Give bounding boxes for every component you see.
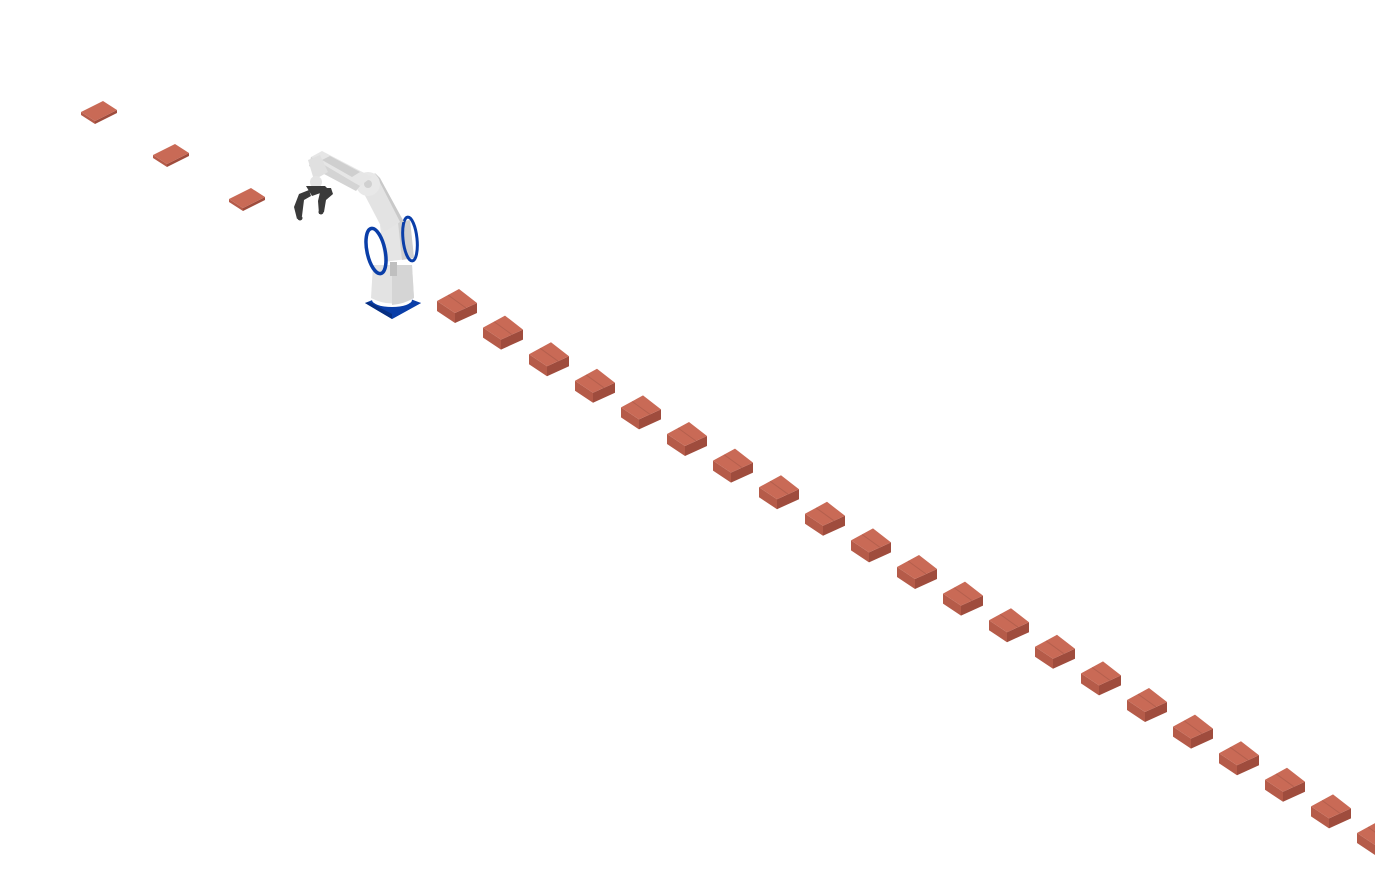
- brick-box: [1081, 661, 1121, 696]
- brick-box: [529, 342, 569, 377]
- brick-box: [1265, 767, 1305, 802]
- robot-wrist: [308, 155, 328, 188]
- robot-column: [371, 262, 414, 305]
- box-bricks: [437, 289, 1375, 855]
- brick-box: [897, 555, 937, 589]
- brick-box: [1127, 688, 1167, 722]
- brick-box: [713, 448, 753, 483]
- brick-box: [667, 422, 707, 456]
- brick-flat: [153, 144, 189, 167]
- brick-box: [943, 581, 983, 616]
- brick-box: [621, 395, 661, 430]
- brick-box: [1311, 794, 1351, 829]
- brick-box: [805, 501, 845, 536]
- brick-box: [989, 608, 1029, 643]
- robot-shoulder: [364, 215, 419, 276]
- brick-box: [437, 289, 477, 323]
- flat-bricks: [81, 101, 265, 211]
- brick-box: [1357, 823, 1375, 855]
- brick-box: [759, 475, 799, 510]
- brick-flat: [229, 188, 265, 211]
- robot-gripper-icon: [294, 186, 333, 221]
- brick-box: [1219, 741, 1259, 776]
- brick-box: [575, 368, 615, 403]
- brick-box: [483, 315, 523, 350]
- brick-box: [851, 528, 891, 563]
- brick-flat: [81, 101, 117, 124]
- robot-arm: [294, 151, 421, 319]
- brick-box: [1173, 714, 1213, 749]
- brick-box: [1035, 634, 1075, 669]
